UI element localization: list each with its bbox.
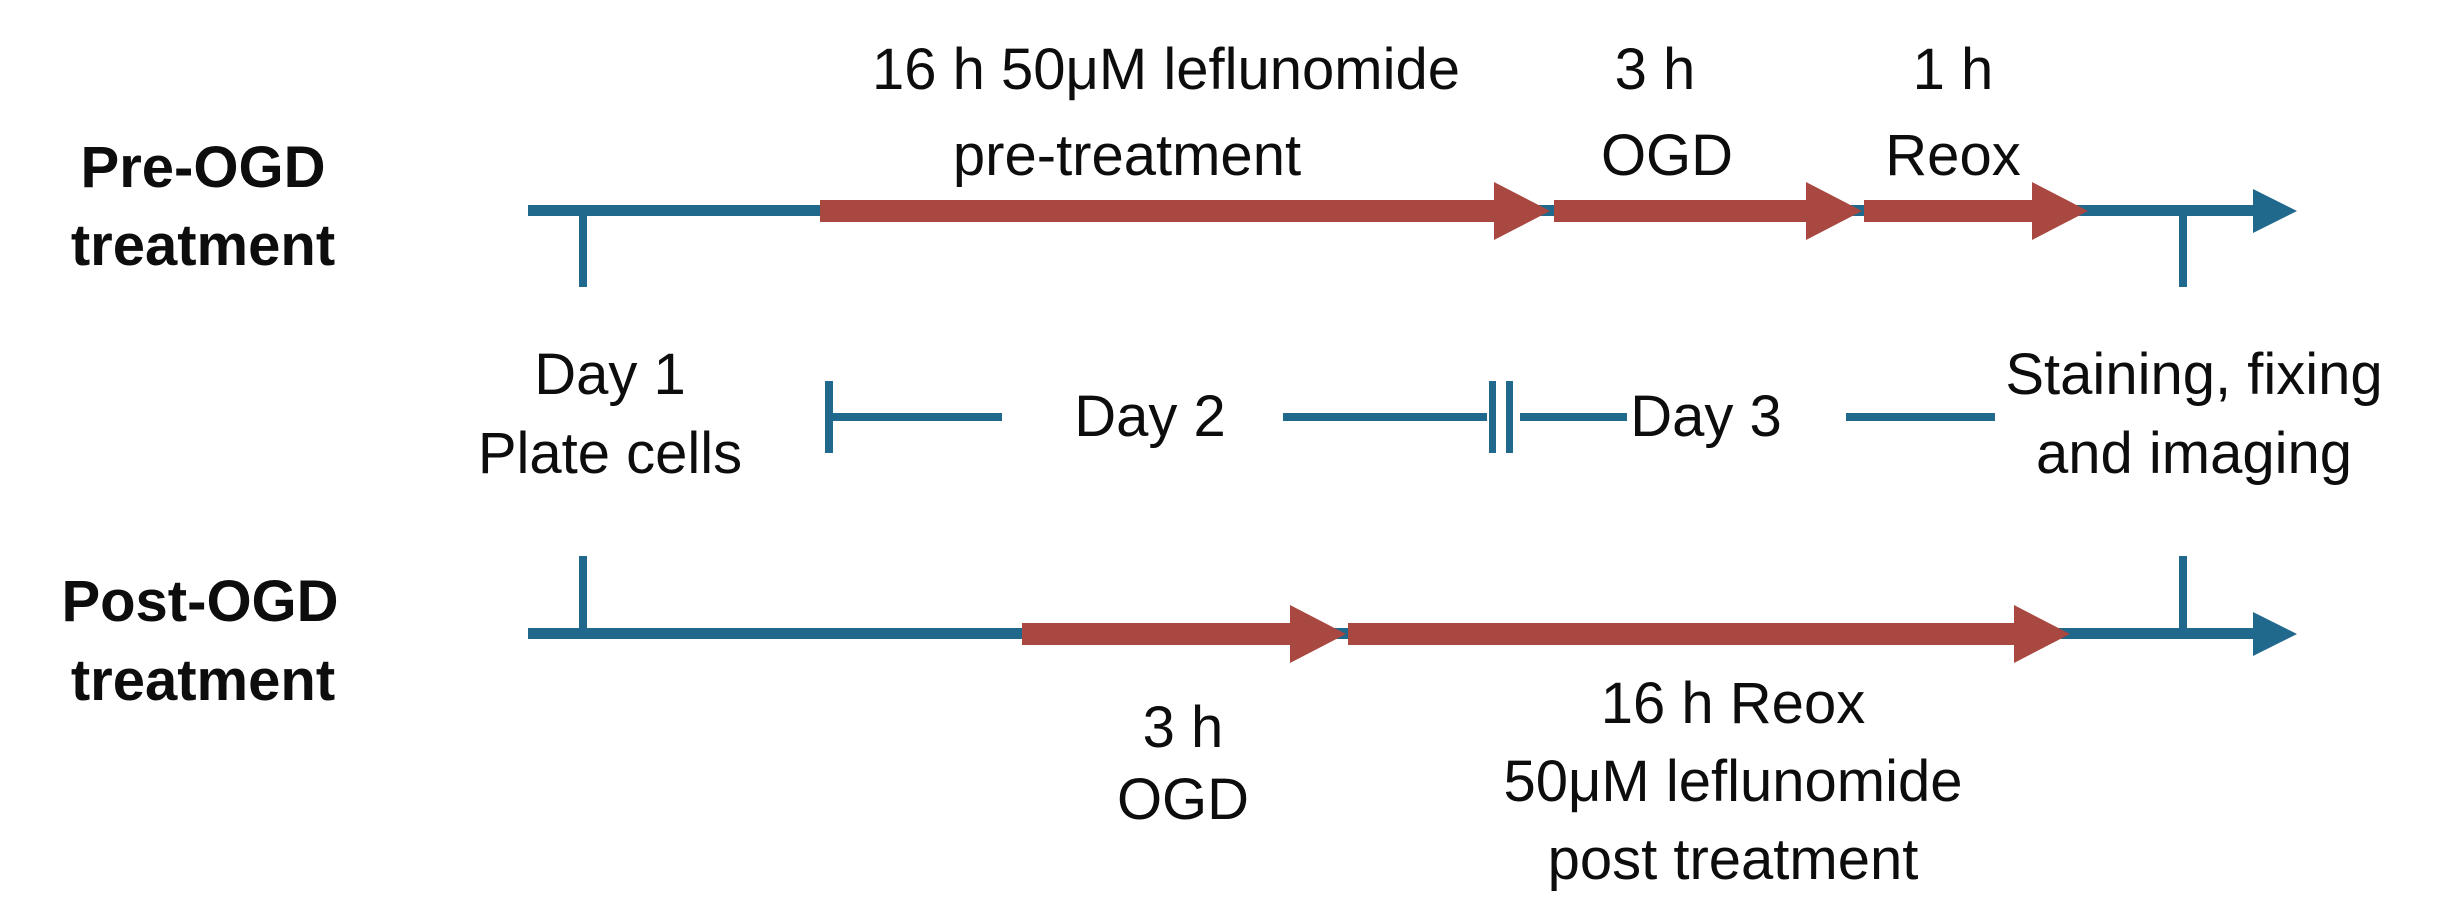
pre-timeline-start-tick — [579, 207, 587, 287]
day3-label: Day 3 — [1630, 384, 1782, 449]
pre-reox-label: Reox — [1885, 123, 2021, 188]
day3-bracket-line-right — [1846, 413, 1995, 421]
plate-cells-label: Plate cells — [477, 421, 743, 486]
post-ogd-arrow-shaft — [1022, 623, 1290, 645]
day-break-tick-2 — [1506, 381, 1513, 453]
pre-reox-duration-label: 1 h — [1912, 37, 1994, 102]
day3-bracket-line-left — [1520, 413, 1627, 421]
pre-treatment-arrow-shaft — [820, 200, 1494, 222]
post-ogd-row-label-line2: treatment — [70, 648, 336, 713]
post-treatment-arrow-shaft — [1348, 623, 2014, 645]
post-treatment-label: post treatment — [1547, 827, 1919, 892]
pre-treatment-duration-label: 16 h 50μM leflunomide — [872, 37, 1460, 102]
post-treatment-arrowhead-icon — [2014, 605, 2070, 663]
post-timeline-start-tick — [579, 556, 587, 634]
pre-ogd-duration-label: 3 h — [1614, 37, 1696, 102]
post-ogd-duration-label: 3 h — [1142, 695, 1224, 760]
day2-bracket-line-left — [829, 413, 1002, 421]
pre-ogd-arrowhead-icon — [1806, 182, 1862, 240]
pre-ogd-row-label-line1: Pre-OGD — [80, 135, 326, 200]
post-ogd-label: OGD — [1116, 767, 1250, 832]
pre-reox-arrow-shaft — [1864, 200, 2032, 222]
day2-label: Day 2 — [1074, 384, 1226, 449]
day1-label: Day 1 — [534, 342, 686, 407]
pre-reox-arrowhead-icon — [2032, 182, 2088, 240]
post-leflunomide-label: 50μM leflunomide — [1503, 749, 1963, 814]
post-reox-duration-label: 16 h Reox — [1600, 671, 1866, 736]
pre-timeline-end-tick — [2179, 207, 2187, 287]
pre-treatment-label: pre-treatment — [952, 123, 1302, 188]
post-ogd-arrowhead-icon — [1290, 605, 1346, 663]
post-ogd-row-label-line1: Post-OGD — [61, 569, 339, 634]
post-timeline-end-tick — [2179, 556, 2187, 634]
pre-ogd-row-label-line2: treatment — [70, 213, 336, 278]
post-timeline-arrowhead-icon — [2253, 612, 2297, 656]
pre-ogd-arrow-shaft — [1554, 200, 1806, 222]
day-break-tick-1 — [1489, 381, 1496, 453]
pre-timeline-arrowhead-icon — [2253, 189, 2297, 233]
pre-ogd-label: OGD — [1600, 123, 1734, 188]
pre-treatment-arrowhead-icon — [1494, 182, 1550, 240]
day2-bracket-line-right — [1283, 413, 1487, 421]
and-imaging-label: and imaging — [2036, 421, 2352, 486]
staining-fixing-label: Staining, fixing — [2005, 342, 2383, 407]
